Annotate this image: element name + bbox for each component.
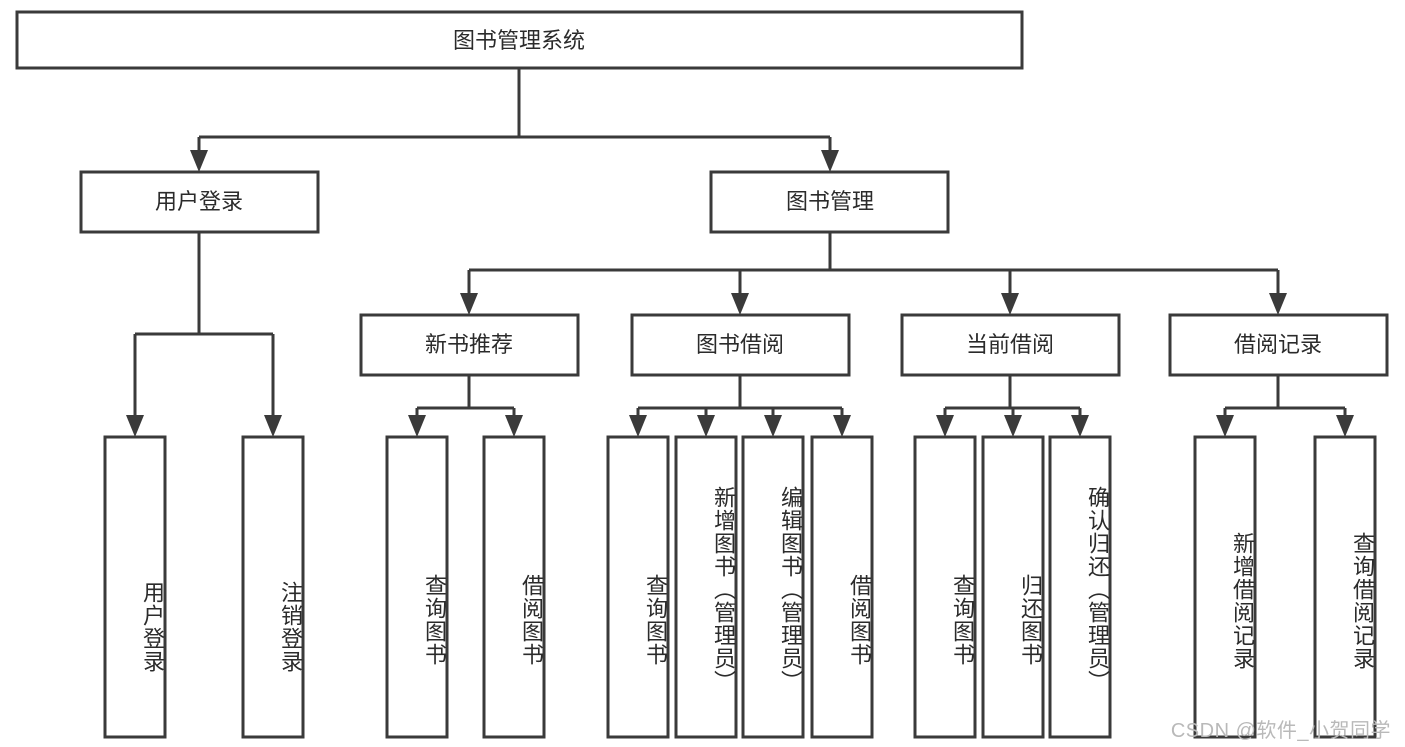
arrow-head-leaf-12 <box>1336 415 1354 437</box>
leaf-box-query-record[interactable] <box>1313 435 1377 739</box>
leaf-box-borrow-book-1[interactable] <box>482 435 546 739</box>
connector-group-root-to-level2 <box>190 68 839 172</box>
node-borrow-record-box[interactable] <box>1168 313 1389 377</box>
arrow-head-leaf-9 <box>1004 415 1022 437</box>
node-book-manage[interactable]: 图书管理 <box>709 170 950 234</box>
node-user-login-box[interactable] <box>79 170 320 234</box>
node-book-manage-label: 图书管理 <box>786 189 874 214</box>
leaf-label-user-login: 用户登录 <box>140 581 165 673</box>
arrow-head-leaf-2 <box>408 415 426 437</box>
arrow-head-leaf-0 <box>126 415 144 437</box>
leaf-box-confirm-return[interactable] <box>1048 435 1112 739</box>
leaf-box-borrow-book-2[interactable] <box>810 435 874 739</box>
node-borrow-record-label: 借阅记录 <box>1234 332 1322 357</box>
leaf-label-confirm-return: 确认归还（管理员） <box>1085 485 1110 693</box>
leaf-box-user-login[interactable] <box>103 435 167 739</box>
connector-group-current-borrow-to-leaves <box>936 375 1089 437</box>
arrow-head-new-book <box>460 293 478 315</box>
leaf-label-add-record: 新增借阅记录 <box>1230 532 1255 670</box>
node-new-book-recommend[interactable]: 新书推荐 <box>359 313 580 377</box>
node-root-box[interactable] <box>15 10 1024 70</box>
leaf-label-logout: 注销登录 <box>278 581 303 673</box>
leaf-box-add-record[interactable] <box>1193 435 1257 739</box>
arrow-head-leaf-4 <box>629 415 647 437</box>
connector-group-user-login-to-leaves <box>126 232 282 437</box>
leaf-label-return-book: 归还图书 <box>1018 573 1043 666</box>
arrow-head-user-login <box>190 150 208 172</box>
arrow-head-leaf-10 <box>1071 415 1089 437</box>
node-book-borrow-label: 图书借阅 <box>696 332 784 357</box>
arrow-head-leaf-8 <box>936 415 954 437</box>
arrow-head-leaf-1 <box>264 415 282 437</box>
leaf-box-query-book-3[interactable] <box>913 435 977 739</box>
leaf-box-add-book[interactable] <box>674 435 738 739</box>
leaf-label-borrow-book-2: 借阅图书 <box>847 573 872 666</box>
leaf-box-return-book[interactable] <box>981 435 1045 739</box>
leaf-label-borrow-book-1: 借阅图书 <box>519 573 544 666</box>
arrow-head-leaf-11 <box>1216 415 1234 437</box>
leaf-box-query-book-1[interactable] <box>385 435 449 739</box>
leaf-label-query-book-3: 查询图书 <box>950 573 975 666</box>
arrow-head-current-borrow <box>1001 293 1019 315</box>
node-user-login-label: 用户登录 <box>155 189 243 214</box>
node-root[interactable]: 图书管理系统 <box>15 10 1024 70</box>
arrow-head-leaf-3 <box>505 415 523 437</box>
leaf-label-query-book-2: 查询图书 <box>643 573 668 666</box>
arrow-head-borrow-record <box>1269 293 1287 315</box>
node-root-label: 图书管理系统 <box>453 28 585 53</box>
node-book-borrow-box[interactable] <box>630 313 851 377</box>
leaf-label-query-record: 查询借阅记录 <box>1350 532 1375 670</box>
leaf-label-query-book-1: 查询图书 <box>422 573 447 666</box>
node-current-borrow[interactable]: 当前借阅 <box>900 313 1121 377</box>
connector-group-borrow-book-to-leaves <box>629 375 851 437</box>
arrow-head-book-manage <box>821 150 839 172</box>
leaf-box-edit-book[interactable] <box>741 435 805 739</box>
connector-group-new-book-to-leaves <box>408 375 523 437</box>
node-new-book-recommend-label: 新书推荐 <box>425 332 513 357</box>
connector-group-borrow-record-to-leaves <box>1216 375 1354 437</box>
node-user-login[interactable]: 用户登录 <box>79 170 320 234</box>
node-borrow-record[interactable]: 借阅记录 <box>1168 313 1389 377</box>
arrow-head-leaf-7 <box>833 415 851 437</box>
arrow-head-leaf-5 <box>697 415 715 437</box>
leaf-box-query-book-2[interactable] <box>606 435 670 739</box>
connector-group-book-manage-to-level3 <box>460 232 1287 315</box>
leaf-label-edit-book: 编辑图书（管理员） <box>778 485 803 693</box>
node-current-borrow-box[interactable] <box>900 313 1121 377</box>
arrow-head-leaf-6 <box>764 415 782 437</box>
leaf-label-add-book: 新增图书（管理员） <box>711 485 736 693</box>
leaf-box-logout[interactable] <box>241 435 305 739</box>
node-new-book-recommend-box[interactable] <box>359 313 580 377</box>
node-book-manage-box[interactable] <box>709 170 950 234</box>
node-current-borrow-label: 当前借阅 <box>966 332 1054 357</box>
node-book-borrow[interactable]: 图书借阅 <box>630 313 851 377</box>
arrow-head-borrow-book <box>731 293 749 315</box>
